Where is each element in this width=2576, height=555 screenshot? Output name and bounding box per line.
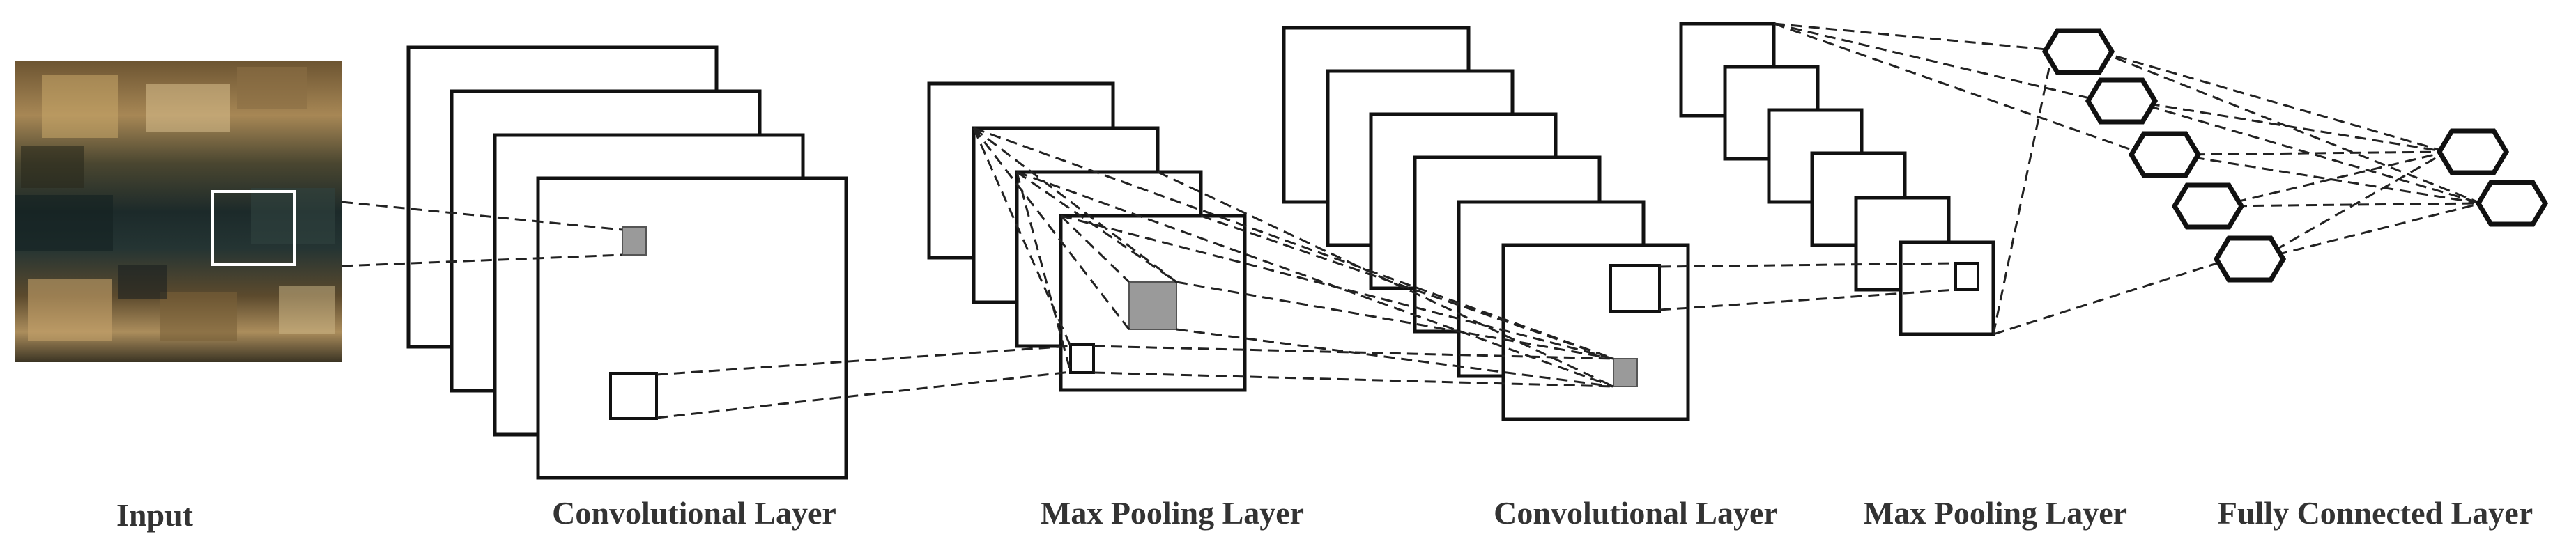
conv2-pool-window bbox=[1609, 264, 1661, 313]
label-fc: Fully Connected Layer bbox=[2218, 495, 2533, 531]
pool1-filter-region bbox=[1128, 281, 1177, 330]
fc-node-5 bbox=[2213, 235, 2287, 283]
fc-output-node-2 bbox=[2475, 180, 2549, 227]
label-input: Input bbox=[116, 497, 194, 533]
pool2-feature-maps bbox=[1679, 22, 1995, 336]
label-pool1: Max Pooling Layer bbox=[1041, 495, 1304, 531]
conv2-activation-cell bbox=[1613, 358, 1638, 387]
input-image bbox=[15, 61, 342, 362]
pool1-pooled-cell bbox=[1069, 343, 1095, 374]
label-conv1: Convolutional Layer bbox=[552, 495, 836, 531]
fc-node-4 bbox=[2171, 182, 2245, 230]
pool2-map-6 bbox=[1899, 240, 1995, 336]
connection-lines bbox=[341, 22, 2482, 419]
layer-labels: Input Convolutional Layer Max Pooling La… bbox=[116, 495, 2533, 533]
fc-nodes-layer-2 bbox=[2436, 128, 2549, 227]
conv1-activation-cell bbox=[622, 226, 647, 256]
fc-output-node-1 bbox=[2436, 128, 2510, 175]
conv1-map-4 bbox=[536, 176, 848, 480]
fc-node-3 bbox=[2128, 131, 2202, 178]
fc-nodes-layer-1 bbox=[2041, 28, 2287, 283]
conv1-pool-window bbox=[609, 372, 658, 420]
fc-node-2 bbox=[2085, 77, 2159, 125]
label-conv2: Convolutional Layer bbox=[1494, 495, 1778, 531]
input-receptive-field bbox=[211, 190, 296, 266]
label-pool2: Max Pooling Layer bbox=[1864, 495, 2127, 531]
conv1-feature-maps bbox=[406, 45, 848, 480]
fc-node-1 bbox=[2041, 28, 2115, 75]
pool1-feature-maps bbox=[927, 81, 1247, 392]
pool2-pooled-cell bbox=[1954, 262, 1979, 291]
